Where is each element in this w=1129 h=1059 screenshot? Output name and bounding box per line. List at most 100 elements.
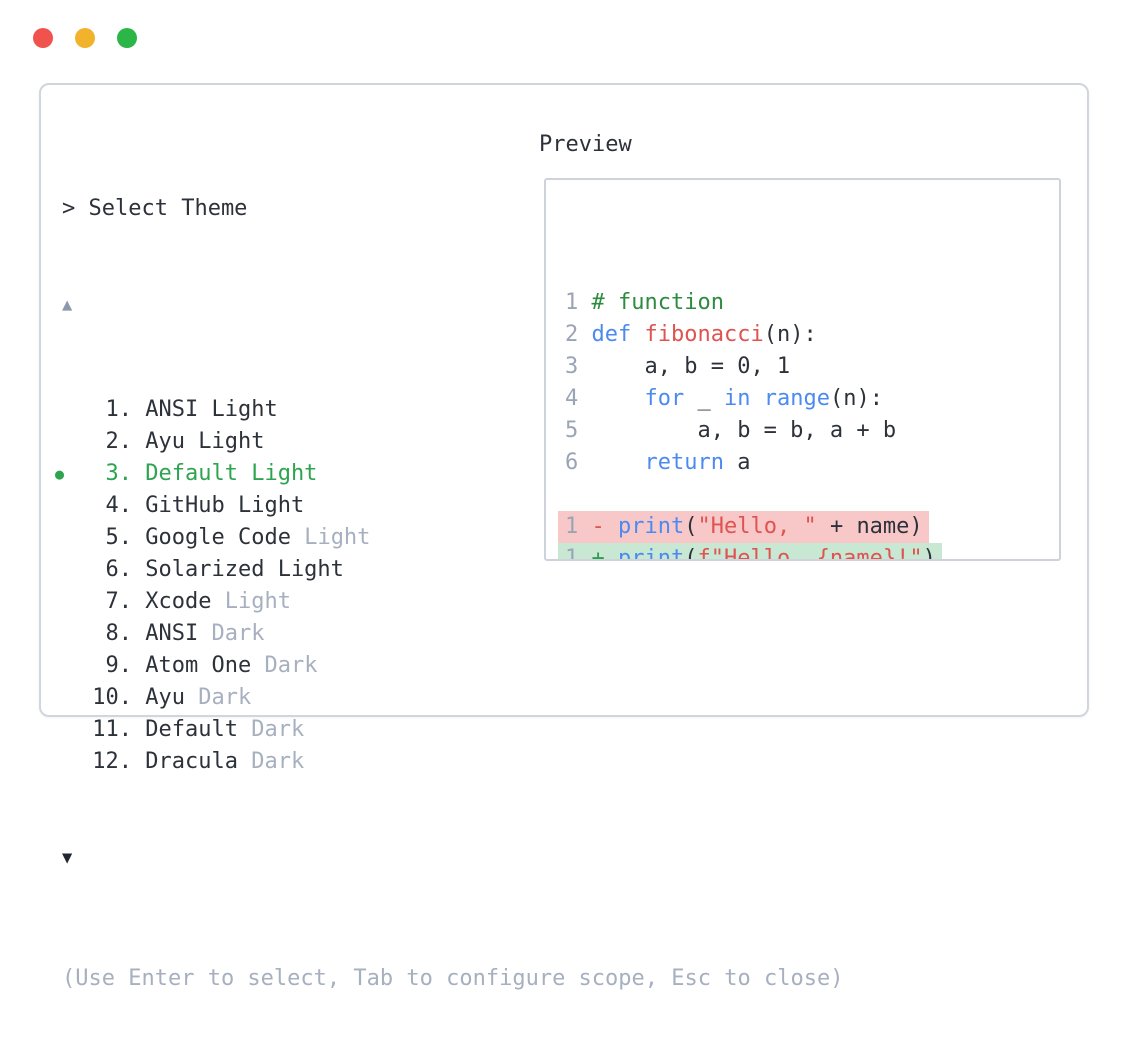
theme-item-label: Ayu: [132, 685, 185, 710]
line-number: 1: [565, 514, 579, 539]
code-token: for: [644, 386, 685, 411]
diff-highlight-removed: 1 - print("Hello, " + name): [558, 511, 929, 543]
line-number: 6: [565, 450, 579, 475]
theme-item-label: ANSI: [132, 621, 199, 646]
line-number: 4: [565, 386, 579, 411]
theme-item-default-light[interactable]: ● 3. Default Light: [55, 458, 843, 490]
diff-highlight-added: 1 + print(f"Hello, {name}!"): [558, 543, 942, 561]
code-line-2: 2 def fibonacci(n):: [565, 319, 1059, 351]
code-token: f"Hello, {name}!": [697, 546, 923, 561]
theme-item-ayu-light[interactable]: 2. Ayu Light: [55, 426, 843, 458]
line-number: 1: [565, 290, 579, 315]
theme-item-number: 12.: [92, 749, 132, 774]
theme-item-label: Dracula: [132, 749, 238, 774]
theme-item-xcode[interactable]: 7. Xcode Light: [55, 586, 843, 618]
code-token: # function: [591, 290, 724, 315]
diff-line-added: 1 + print(f"Hello, {name}!"): [558, 543, 1059, 559]
code-token: (: [684, 546, 698, 561]
theme-item-variant-label: Dark: [184, 685, 252, 710]
bullet-spacer: [55, 682, 92, 714]
theme-item-variant-label: Light: [211, 589, 291, 614]
theme-item-number: 3.: [105, 461, 133, 486]
bullet-spacer: [55, 586, 92, 618]
code-token: "Hello, ": [697, 514, 817, 539]
theme-item-label: Default Light: [132, 461, 318, 486]
theme-item-number: 1.: [105, 397, 133, 422]
code-token: fibonacci: [644, 322, 764, 347]
theme-item-variant-label: Dark: [198, 621, 265, 646]
select-theme-prompt: > Select Theme: [62, 196, 248, 221]
theme-item-number: 10.: [92, 685, 132, 710]
code-token: range: [763, 386, 830, 411]
code-token: +: [578, 546, 618, 561]
code-token: [750, 386, 763, 411]
theme-item-number: 11.: [92, 717, 132, 742]
line-number: 5: [565, 418, 579, 443]
help-text: (Use Enter to select, Tab to configure s…: [62, 966, 844, 991]
bullet-spacer: [55, 490, 92, 522]
theme-item-label: GitHub Light: [132, 493, 305, 518]
theme-item-default[interactable]: 11. Default Dark: [55, 714, 843, 746]
code-blank-line: [565, 479, 1059, 511]
bullet-spacer: [55, 746, 92, 778]
code-token: print: [618, 546, 685, 561]
theme-item-label: Google Code: [132, 525, 291, 550]
code-token: [592, 386, 645, 411]
code-token: (: [684, 514, 698, 539]
scroll-up-icon[interactable]: ▲: [62, 295, 73, 315]
line-number: 1: [565, 546, 579, 561]
theme-item-ansi-light[interactable]: 1. ANSI Light: [55, 394, 843, 426]
code-line-4: 4 for _ in range(n):: [565, 383, 1059, 415]
code-token: return: [644, 450, 724, 475]
bullet-spacer: [55, 554, 92, 586]
code-token: [592, 450, 645, 475]
scroll-down-icon[interactable]: ▼: [62, 848, 73, 868]
theme-item-label: Default: [132, 717, 238, 742]
zoom-window-icon[interactable]: [117, 28, 137, 48]
code-lines: 1 # function 2 def fibonacci(n): 3 a, b = …: [558, 287, 1059, 559]
theme-item-number: 9.: [105, 653, 133, 678]
code-token: ): [922, 546, 936, 561]
preview-title: Preview: [539, 132, 632, 157]
theme-item-solarized-light[interactable]: 6. Solarized Light: [55, 554, 843, 586]
code-token: _: [684, 386, 724, 411]
theme-item-google-code[interactable]: 5. Google Code Light: [55, 522, 843, 554]
theme-item-label: Solarized Light: [132, 557, 344, 582]
theme-item-github-light[interactable]: 4. GitHub Light: [55, 490, 843, 522]
theme-item-variant-label: Dark: [251, 653, 318, 678]
theme-item-number: 2.: [105, 429, 133, 454]
code-token: a, b = 0, 1: [591, 354, 791, 379]
minimize-window-icon[interactable]: [75, 28, 95, 48]
code-token: (n):: [763, 322, 817, 347]
theme-item-variant-label: Dark: [237, 749, 305, 774]
theme-item-ansi[interactable]: 8. ANSI Dark: [55, 618, 843, 650]
code-token: + name): [816, 514, 923, 539]
theme-item-number: 4.: [105, 493, 133, 518]
theme-item-label: Ayu Light: [132, 429, 265, 454]
theme-item-variant-label: Light: [290, 525, 371, 550]
theme-item-label: Atom One: [132, 653, 252, 678]
code-line-5: 5 a, b = b, a + b: [565, 415, 1059, 447]
code-preview-pane: 1 # function 2 def fibonacci(n): 3 a, b = …: [544, 178, 1061, 561]
theme-item-number: 8.: [105, 621, 133, 646]
bullet-spacer: [55, 522, 92, 554]
theme-item-atom-one[interactable]: 9. Atom One Dark: [55, 650, 843, 682]
code-token: in: [723, 386, 751, 411]
theme-item-variant-label: Dark: [237, 717, 305, 742]
bullet-spacer: [55, 618, 92, 650]
close-window-icon[interactable]: [33, 28, 53, 48]
selected-bullet-icon: ●: [55, 465, 65, 483]
code-token: print: [618, 514, 685, 539]
window-controls: [33, 28, 137, 48]
line-number: 3: [565, 354, 579, 379]
code-token: a, b = b, a + b: [591, 418, 897, 443]
code-token: a: [723, 450, 751, 475]
bullet-spacer: [55, 394, 92, 426]
code-token: [631, 322, 644, 347]
code-line-6: 6 return a: [565, 447, 1059, 479]
theme-item-ayu[interactable]: 10. Ayu Dark: [55, 682, 843, 714]
diff-line-removed: 1 - print("Hello, " + name): [558, 511, 1059, 543]
bullet-spacer: [55, 714, 92, 746]
theme-item-dracula[interactable]: 12. Dracula Dark: [55, 746, 843, 778]
